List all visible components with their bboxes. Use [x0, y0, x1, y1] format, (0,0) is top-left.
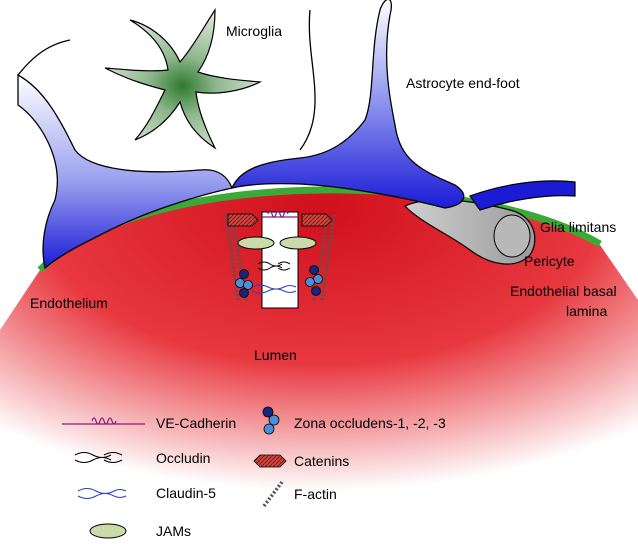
- astrocyte-endfoot-left: [17, 73, 233, 270]
- label-microglia: Microglia: [226, 23, 282, 39]
- occludin-junction: [257, 261, 291, 271]
- label-glia-limitans: Glia limitans: [540, 219, 616, 235]
- pericyte-nucleus: [493, 214, 531, 258]
- astrocyte-process-mid: [299, 9, 316, 151]
- legend-occludin-label: Occludin: [156, 450, 210, 466]
- legend-claudin-label: Claudin-5: [156, 485, 216, 501]
- legend-jam-icon: [89, 523, 127, 539]
- legend-catenin-label: Catenins: [294, 453, 349, 469]
- legend-f-actin-icon: [262, 480, 284, 508]
- microglia: [104, 7, 263, 150]
- label-endothelium: Endothelium: [30, 295, 108, 311]
- zo-cluster-right: [305, 265, 323, 296]
- catenin-left: [227, 213, 259, 227]
- legend-occludin-icon: [74, 451, 123, 464]
- legend-catenin-icon: [253, 454, 287, 468]
- astrocyte-process-right: [469, 180, 576, 211]
- legend-ve-cadherin-icon: [62, 417, 145, 425]
- label-pericyte: Pericyte: [524, 253, 575, 269]
- endothelial-cleft: [261, 211, 299, 309]
- legend-claudin-icon: [77, 487, 127, 500]
- zo-cluster-left: [235, 269, 253, 298]
- legend: VE-Cadherin Occludin Claudin-5 JAMs Zona…: [62, 406, 446, 539]
- endothelium-shape: [0, 191, 638, 544]
- legend-ve-cadherin-label: VE-Cadherin: [156, 415, 236, 431]
- catenin-right: [301, 213, 333, 227]
- label-basal-lamina-1: Endothelial basal: [510, 283, 617, 299]
- legend-f-actin-label: F-actin: [294, 486, 337, 502]
- legend-zo-label: Zona occludens-1, -2, -3: [294, 415, 446, 431]
- label-astrocyte: Astrocyte end-foot: [406, 75, 520, 91]
- legend-jam-label: JAMs: [156, 523, 191, 539]
- label-basal-lamina-2: lamina: [566, 303, 607, 319]
- label-lumen: Lumen: [254, 347, 297, 363]
- legend-zo-icon: [262, 406, 280, 435]
- astrocyte-process-left: [17, 39, 71, 76]
- jam-right: [279, 236, 317, 250]
- ve-cadherin-junction: [262, 210, 298, 218]
- astrocyte-endfoot-right: [230, 0, 465, 209]
- jam-left: [237, 236, 275, 250]
- claudin-junction: [251, 284, 297, 294]
